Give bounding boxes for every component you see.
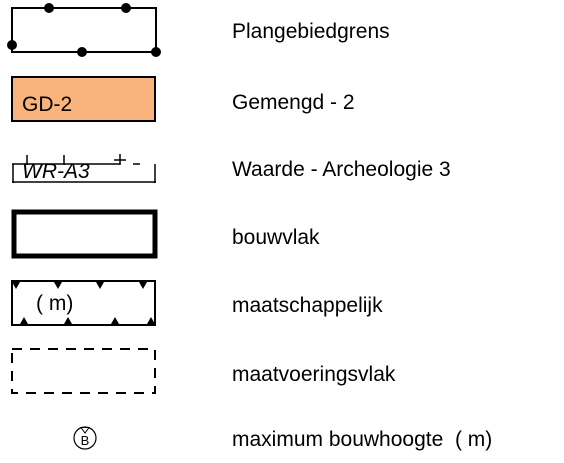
legend-label-maatschappelijk: maatschappelijk (232, 294, 383, 317)
legend-label-maatvoeringsvlak: maatvoeringsvlak (232, 363, 396, 386)
wr-a3-code: WR-A3 (22, 160, 90, 183)
value-overlay-box-icon: WR-A3 (0, 140, 170, 200)
dashed-box-icon (0, 343, 170, 403)
triangle-marked-box-icon: ( m) (0, 276, 170, 336)
circle-b-icon: B (0, 418, 170, 458)
maatschappelijk-code: ( m) (36, 292, 73, 315)
plangebied-boundary-icon (0, 0, 170, 60)
thick-border-box-icon (0, 206, 170, 266)
legend-label-maximum-bouwhoogte: maximum bouwhoogte ( m) (232, 428, 493, 451)
gd2-code: GD-2 (22, 93, 72, 116)
legend-label-plangebiedgrens: Plangebiedgrens (232, 20, 390, 43)
circle-b-letter: B (81, 433, 90, 448)
orange-filled-box-icon: GD-2 (0, 70, 170, 130)
legend-label-bouwvlak: bouwvlak (232, 226, 320, 249)
legend-label-gemengd: Gemengd - 2 (232, 91, 355, 114)
legend-label-waarde-archeologie: Waarde - Archeologie 3 (232, 158, 451, 181)
